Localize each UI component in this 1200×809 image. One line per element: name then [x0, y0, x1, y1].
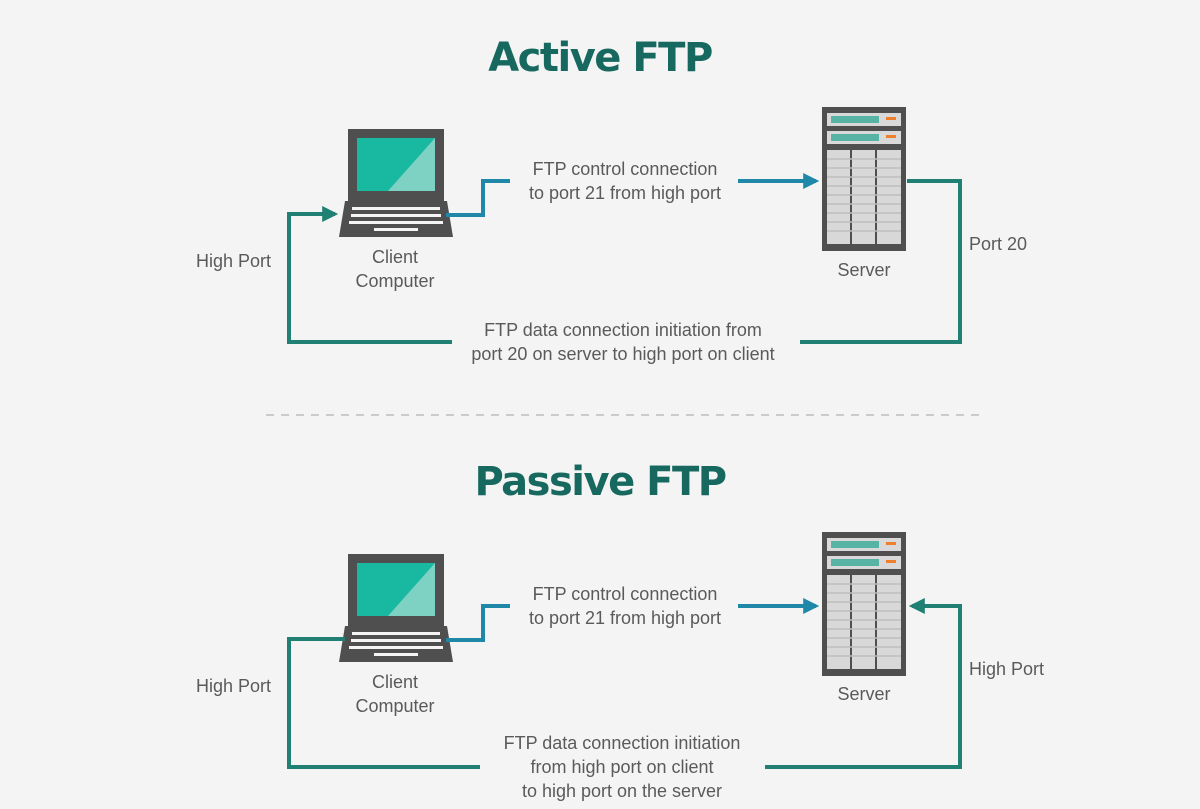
active-control-label: FTP control connection to port 21 from h…: [490, 157, 760, 205]
passive-server-rack-icon: [821, 531, 907, 677]
active-data-label: FTP data connection initiation from port…: [423, 318, 823, 366]
passive-data-line-left: [287, 637, 480, 769]
active-data-line-right: [800, 179, 962, 344]
passive-left-port-label: High Port: [196, 676, 272, 696]
passive-data-label: FTP data connection initiation from high…: [472, 731, 772, 803]
active-right-port-label: Port 20: [969, 234, 1028, 254]
passive-client-label-line-2: Computer: [355, 696, 435, 716]
active-client-laptop-icon: [339, 129, 453, 237]
active-data-arrow: [287, 206, 452, 344]
passive-right-port-label: High Port: [969, 659, 1045, 679]
active-title: Active FTP: [488, 35, 713, 81]
active-control-line-1: FTP control connection: [532, 159, 718, 179]
active-server-label: Server: [837, 260, 891, 280]
active-client-label-line-1: Client: [371, 247, 419, 267]
passive-client-laptop-icon: [339, 554, 453, 662]
passive-control-line-left: [446, 604, 510, 642]
passive-title: Passive FTP: [474, 459, 727, 505]
passive-client-label: Client Computer: [325, 670, 465, 718]
active-server-rack-icon: [821, 106, 907, 252]
passive-control-line-2: to port 21 from high port: [528, 608, 722, 628]
active-control-line-left: [446, 179, 510, 217]
active-left-port-label: High Port: [196, 251, 272, 271]
passive-data-arrow: [765, 598, 962, 769]
passive-data-line-2: from high port on client: [530, 757, 714, 777]
active-client-label: Client Computer: [325, 245, 465, 293]
active-client-label-line-2: Computer: [355, 271, 435, 291]
passive-server-label: Server: [837, 684, 891, 704]
passive-data-line-3: to high port on the server: [521, 781, 723, 801]
passive-client-label-line-1: Client: [371, 672, 419, 692]
active-control-line-2: to port 21 from high port: [528, 183, 722, 203]
active-data-line-2: port 20 on server to high port on client: [471, 344, 775, 364]
passive-data-line-1: FTP data connection initiation: [503, 733, 741, 753]
active-data-line-1: FTP data connection initiation from: [484, 320, 762, 340]
passive-control-line-1: FTP control connection: [532, 584, 718, 604]
passive-control-label: FTP control connection to port 21 from h…: [490, 582, 760, 630]
